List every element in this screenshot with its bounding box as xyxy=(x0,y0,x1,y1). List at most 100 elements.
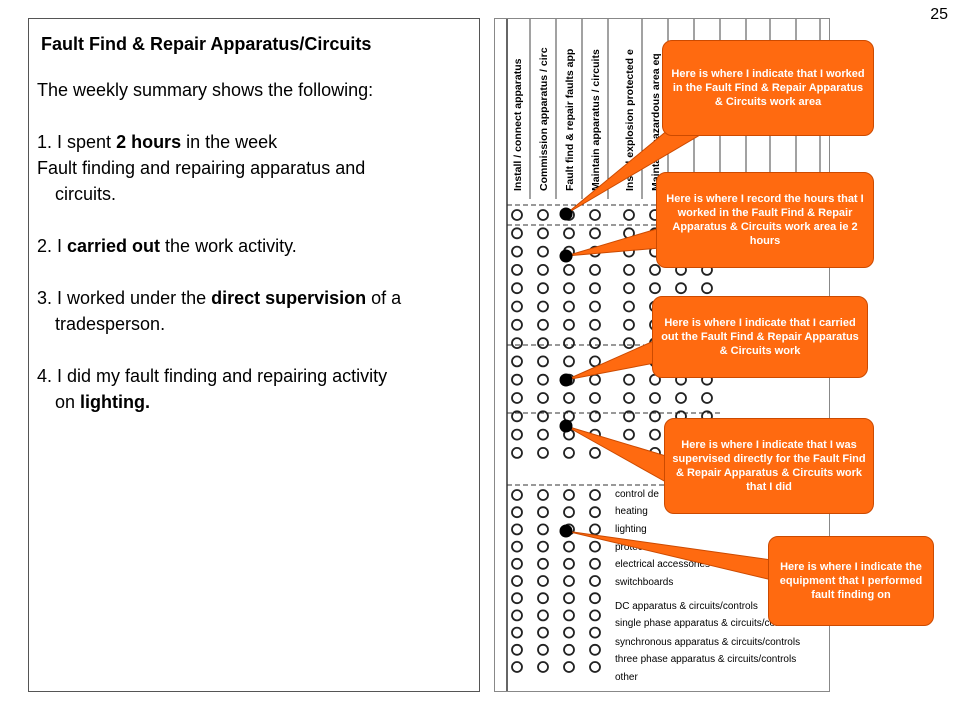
option-circle xyxy=(623,300,635,313)
option-circle xyxy=(589,209,601,221)
emphasis-text: 2 hours xyxy=(116,132,182,152)
option-circle xyxy=(511,626,523,639)
option-circle xyxy=(537,300,549,313)
option-circle xyxy=(623,373,635,386)
equipment-label: three phase apparatus & circuits/control… xyxy=(615,654,796,665)
option-circle xyxy=(589,227,601,240)
filled-marker xyxy=(559,419,573,433)
summary-item: 4. I did my fault finding and repairing … xyxy=(37,363,471,415)
filled-marker xyxy=(559,207,573,221)
option-circle xyxy=(537,626,549,639)
column-header: Install / connect apparatus xyxy=(512,58,524,191)
option-circle xyxy=(537,282,549,295)
option-circle xyxy=(589,355,601,368)
summary-item: 3. I worked under the direct supervision… xyxy=(37,285,471,337)
callout-pointer xyxy=(565,227,661,257)
callout-pointer xyxy=(565,425,667,483)
option-circle xyxy=(589,592,601,605)
filled-marker xyxy=(559,524,573,538)
option-circle xyxy=(537,489,549,501)
summary-text: in the week xyxy=(181,132,278,152)
summary-text: 1. I spent xyxy=(37,132,117,152)
option-circle xyxy=(589,661,601,673)
option-circle xyxy=(589,643,601,656)
callout-work-area: Here is where I indicate that I worked i… xyxy=(662,40,874,136)
option-circle xyxy=(537,263,549,276)
option-circle xyxy=(537,209,549,221)
option-circle xyxy=(563,355,575,368)
option-circle xyxy=(563,337,575,350)
summary-text: of a xyxy=(366,288,402,308)
option-circle xyxy=(589,300,601,313)
equipment-label: single phase apparatus & circuits/contro… xyxy=(615,618,800,629)
summary-text: 4. I did my fault finding and repairing … xyxy=(37,366,388,386)
option-circle xyxy=(563,575,575,587)
option-circle xyxy=(589,392,601,404)
option-circle xyxy=(563,609,575,622)
summary-text: the work activity. xyxy=(160,236,297,256)
option-circle xyxy=(563,263,575,276)
option-circle xyxy=(649,410,661,423)
option-circle xyxy=(537,337,549,350)
callout-equipment: Here is where I indicate the equipment t… xyxy=(768,536,934,626)
summary-text: on xyxy=(55,392,81,412)
equipment-label: heating xyxy=(615,506,648,517)
option-circle xyxy=(623,282,635,295)
option-circle xyxy=(649,392,661,404)
column-header: Install explosion protected e xyxy=(624,49,636,191)
option-circle xyxy=(623,337,635,350)
option-circle xyxy=(589,575,601,587)
option-circle xyxy=(511,446,523,459)
option-circle xyxy=(537,506,549,519)
option-circle xyxy=(589,506,601,519)
option-circle xyxy=(537,643,549,656)
option-circle xyxy=(675,282,687,295)
option-circle xyxy=(589,540,601,553)
option-circle xyxy=(537,355,549,368)
option-circle xyxy=(589,523,601,536)
option-circle xyxy=(537,575,549,587)
option-circle xyxy=(701,392,713,404)
option-circle xyxy=(589,282,601,295)
option-circle xyxy=(563,540,575,553)
option-circle xyxy=(623,392,635,404)
option-circle xyxy=(511,300,523,313)
option-circle xyxy=(589,557,601,570)
option-circle xyxy=(537,609,549,622)
equipment-label: DC apparatus & circuits/controls xyxy=(615,601,758,612)
option-circle xyxy=(563,446,575,459)
option-circle xyxy=(701,282,713,295)
option-circle xyxy=(563,227,575,240)
option-circle xyxy=(537,661,549,673)
option-circle xyxy=(537,428,549,441)
option-circle xyxy=(563,626,575,639)
option-circle xyxy=(511,355,523,368)
filled-marker xyxy=(559,373,573,387)
option-circle xyxy=(537,392,549,404)
summary-text: tradesperson. xyxy=(55,314,166,334)
option-circle xyxy=(623,209,635,221)
option-circle xyxy=(511,410,523,423)
summary-item: 2. I carried out the work activity. xyxy=(37,233,471,259)
option-circle xyxy=(563,643,575,656)
emphasis-text: direct supervision xyxy=(211,288,367,308)
option-circle xyxy=(511,557,523,570)
option-circle xyxy=(589,337,601,350)
slide-number: 25 xyxy=(930,6,948,23)
option-circle xyxy=(649,428,661,441)
option-circle xyxy=(649,282,661,295)
option-circle xyxy=(589,318,601,331)
callout-pointer xyxy=(565,339,661,381)
option-circle xyxy=(511,661,523,673)
option-circle xyxy=(563,392,575,404)
option-circle xyxy=(511,428,523,441)
option-circle xyxy=(511,373,523,386)
filled-marker xyxy=(559,249,573,263)
equipment-label: electrical accessories xyxy=(615,559,710,570)
summary-text: 2. I xyxy=(37,236,68,256)
option-circle xyxy=(511,337,523,350)
summary-text: Fault finding and repairing apparatus an… xyxy=(37,158,366,178)
option-circle xyxy=(511,540,523,553)
option-circle xyxy=(537,227,549,240)
